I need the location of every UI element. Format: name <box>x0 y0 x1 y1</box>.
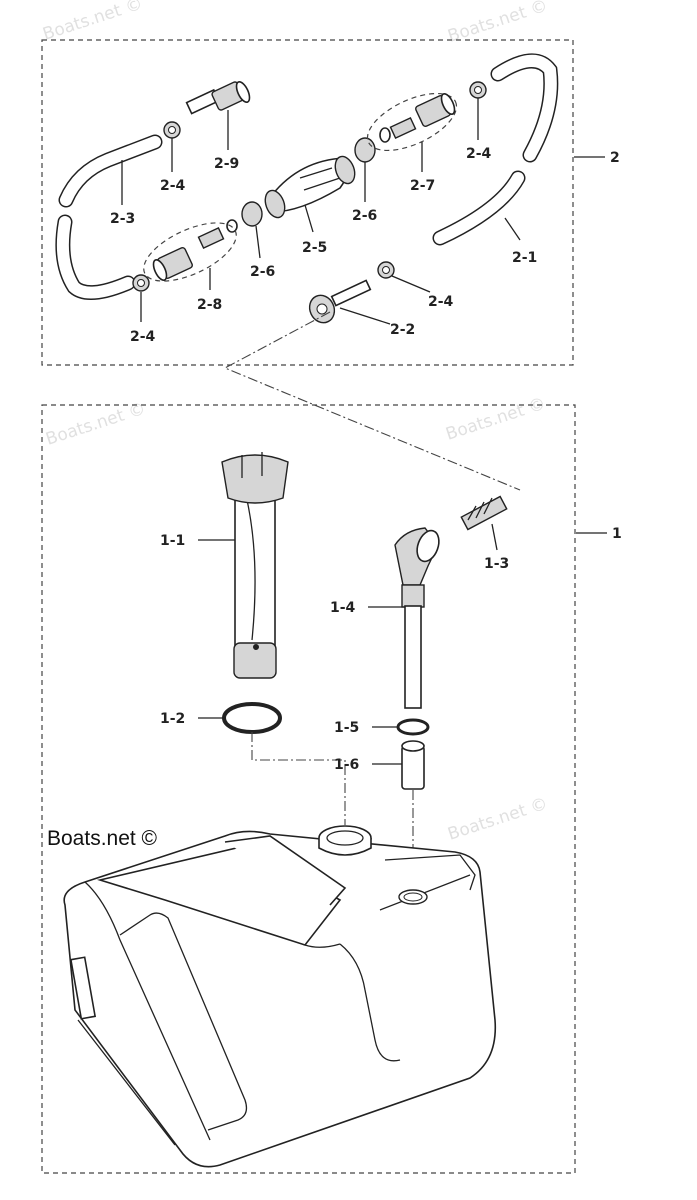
callout-1-4: 1-4 <box>330 600 356 616</box>
callout-2-2: 2-2 <box>390 322 415 338</box>
hose-2-1 <box>432 53 559 246</box>
primer-bulb-2-5 <box>264 155 356 219</box>
callout-leader-2-1 <box>504 217 521 241</box>
group-1-label: 1 <box>612 526 622 542</box>
callout-2-4-a: 2-4 <box>160 178 186 194</box>
callout-2-5: 2-5 <box>302 240 327 256</box>
clamp-2-4-middle <box>377 261 395 279</box>
callout-2-8: 2-8 <box>197 297 222 313</box>
connector-2-2 <box>308 279 372 324</box>
o-ring-1-5 <box>396 718 430 736</box>
fuel-tank <box>63 825 497 1168</box>
watermark-top-left: Boats.net © <box>40 0 145 45</box>
pickup-tube-1-4 <box>404 605 422 709</box>
callout-2-3: 2-3 <box>110 211 135 227</box>
callouts: 2-9 2-4 2-3 2-5 2-6 2-6 2-7 2-4 2-1 2-4 … <box>110 98 537 773</box>
group-1-frame <box>41 404 576 1174</box>
group-2-label: 2 <box>610 150 620 166</box>
watermark-mid-right: Boats.net © <box>443 394 548 445</box>
group-link-line <box>223 311 521 491</box>
callout-2-6-a: 2-6 <box>250 264 275 280</box>
callout-2-1: 2-1 <box>512 250 537 266</box>
callout-leader-2-2 <box>339 307 391 325</box>
callout-2-4-c: 2-4 <box>428 294 454 310</box>
watermark-top-right: Boats.net © <box>445 0 550 47</box>
callout-2-7: 2-7 <box>410 178 435 194</box>
check-valve-2-7 <box>379 93 456 143</box>
callout-1-3: 1-3 <box>484 556 509 572</box>
callout-leader-2-6-a <box>255 225 261 259</box>
clamp-2-4-bottom-left <box>132 274 150 292</box>
callout-2-6-b: 2-6 <box>352 208 377 224</box>
elbow-fitting <box>394 527 440 608</box>
watermark-mid-left: Boats.net © <box>43 399 148 450</box>
callout-1-5: 1-5 <box>334 720 359 736</box>
valve-2-6-right <box>354 137 376 163</box>
valve-2-6-left <box>226 201 263 233</box>
group-2-7-outline <box>366 92 458 152</box>
credit-text: Boats.net © <box>47 827 158 850</box>
callout-1-1: 1-1 <box>160 533 185 549</box>
filter-1-6 <box>401 740 425 790</box>
watermarks: Boats.net © Boats.net © Boats.net © Boat… <box>40 0 550 845</box>
callout-1-6: 1-6 <box>334 757 359 773</box>
callout-1-2: 1-2 <box>160 711 185 727</box>
clamp-2-4-top-right <box>469 81 487 99</box>
callout-2-9: 2-9 <box>214 156 239 172</box>
o-ring-1-2 <box>222 702 282 734</box>
callout-2-4-b: 2-4 <box>466 146 492 162</box>
check-valve-2-8 <box>152 226 225 281</box>
connector-2-9 <box>185 81 251 115</box>
group-2-8-outline <box>143 222 237 282</box>
callout-leader-2-5 <box>304 204 314 233</box>
hose-2-3 <box>55 134 163 301</box>
watermark-lower-right: Boats.net © <box>445 794 550 845</box>
fuel-gauge-1-1 <box>221 452 289 679</box>
callout-leader-2-4-c <box>391 275 431 293</box>
clamp-2-4-top-left <box>163 121 181 139</box>
connector-1-3 <box>460 495 508 531</box>
group-2-frame <box>41 39 574 366</box>
callout-leader-1-3 <box>491 523 498 551</box>
callout-2-4-d: 2-4 <box>130 329 156 345</box>
gauge-alignment-line <box>251 732 346 825</box>
